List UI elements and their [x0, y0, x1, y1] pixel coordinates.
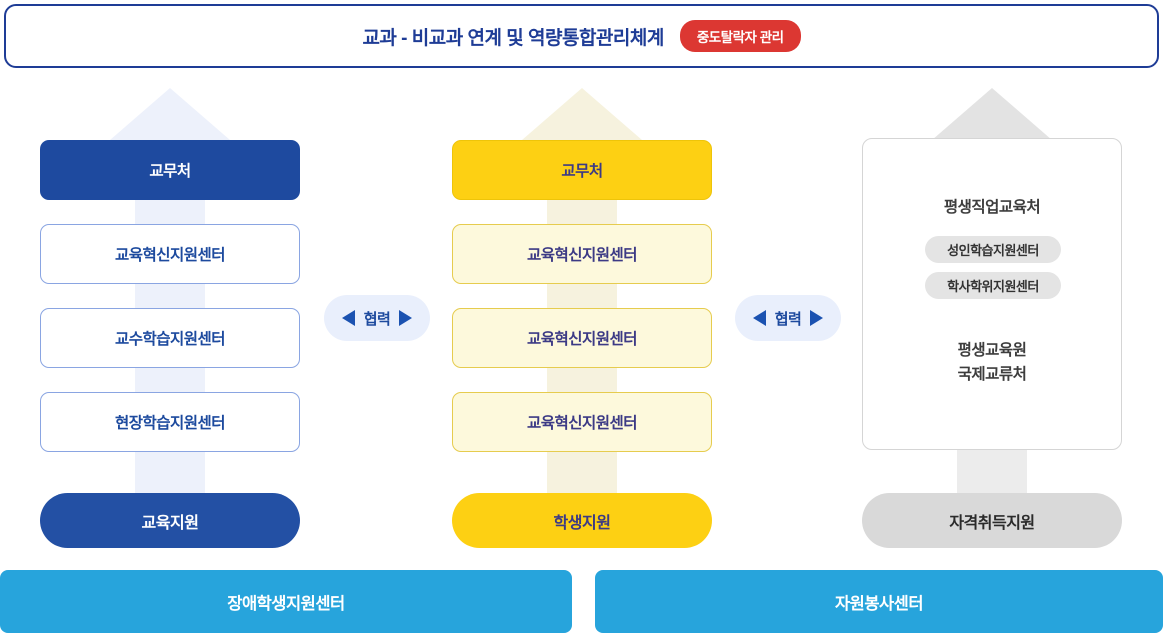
sub-pill-bachelor-degree-center: 학사학위지원센터: [925, 272, 1061, 299]
lifelong-education-institute-label: 평생교육원: [957, 342, 1027, 359]
up-arrow-head-left: [110, 88, 230, 140]
lifelong-vocational-heading: 평생직업교육처: [943, 199, 1041, 216]
pill-qualification-support: 자격취득지원: [862, 493, 1122, 548]
box-middle-item-3: 교육혁신지원센터: [452, 392, 712, 452]
up-arrow-head-middle: [522, 88, 642, 140]
box-left-item-3: 현장학습지원센터: [40, 392, 300, 452]
page-title: 교과 - 비교과 연계 및 역량통합관리체계: [362, 27, 664, 49]
box-left-item-2: 교수학습지원센터: [40, 308, 300, 368]
cooperation-connector-right: 협력: [735, 295, 841, 341]
box-left-header: 교무처: [40, 140, 300, 200]
cooperation-label-right: 협력: [774, 310, 802, 328]
title-banner: 교과 - 비교과 연계 및 역량통합관리체계 중도탈락자 관리: [4, 4, 1159, 68]
pill-education-support: 교육지원: [40, 493, 300, 548]
cooperation-label-left: 협력: [363, 310, 391, 328]
box-middle-header: 교무처: [452, 140, 712, 200]
triangle-left-icon: [752, 310, 766, 326]
pill-student-support: 학생지원: [452, 493, 712, 548]
cooperation-connector-left: 협력: [324, 295, 430, 341]
triangle-right-icon: [810, 310, 824, 326]
up-arrow-head-right: [932, 88, 1052, 140]
bar-volunteer-center: 자원봉사센터: [595, 570, 1163, 633]
lifelong-lower-text: 평생교육원 국제교류처: [863, 339, 1121, 387]
sub-pill-adult-learning-center: 성인학습지원센터: [925, 236, 1061, 263]
dropout-management-badge: 중도탈락자 관리: [679, 20, 801, 52]
international-exchange-label: 국제교류처: [957, 366, 1027, 383]
box-left-item-1: 교육혁신지원센터: [40, 224, 300, 284]
bar-disabled-student-support-center: 장애학생지원센터: [0, 570, 572, 633]
box-middle-item-2: 교육혁신지원센터: [452, 308, 712, 368]
triangle-left-icon: [341, 310, 355, 326]
triangle-right-icon: [399, 310, 413, 326]
box-middle-item-1: 교육혁신지원센터: [452, 224, 712, 284]
box-lifelong-education: 평생직업교육처 성인학습지원센터 학사학위지원센터 평생교육원 국제교류처: [862, 138, 1122, 450]
